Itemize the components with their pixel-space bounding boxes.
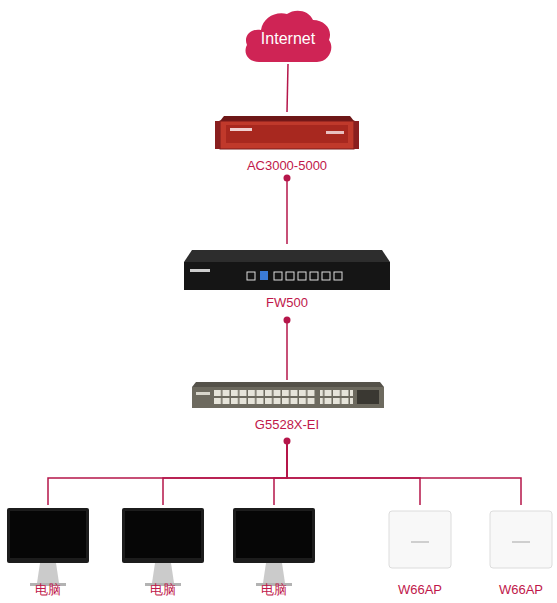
- chassis-front: [220, 121, 354, 149]
- device-label: 电脑: [150, 582, 176, 598]
- chassis-top: [192, 382, 384, 387]
- link-line: [163, 441, 287, 505]
- port: [310, 272, 318, 280]
- monitor-symbol: [7, 508, 89, 586]
- link-line: [287, 441, 420, 505]
- junction-dot: [284, 175, 291, 182]
- endpoint-node: W66AP: [486, 505, 556, 601]
- device-label: W66AP: [499, 582, 543, 598]
- port: [274, 272, 282, 280]
- cloud-shape: [246, 11, 332, 62]
- device-label: FW500: [266, 295, 308, 311]
- link-line: [286, 320, 288, 380]
- chassis-top: [184, 250, 390, 262]
- link-line: [286, 178, 288, 244]
- port: [298, 272, 306, 280]
- firewall-device: [184, 250, 390, 290]
- device-node: AC3000-5000: [210, 112, 364, 178]
- link-line: [287, 441, 521, 505]
- link-line: [48, 441, 287, 505]
- device-label: AC3000-5000: [247, 158, 327, 174]
- junction-dot: [284, 317, 291, 324]
- port: [322, 272, 330, 280]
- rack-ear: [354, 121, 359, 149]
- sfp-block: [357, 390, 379, 404]
- cloud-node: Internet: [243, 8, 333, 64]
- front-panel: [226, 125, 348, 143]
- rack-ear: [215, 121, 220, 149]
- link-line: [274, 441, 287, 505]
- cloud-label: Internet: [261, 31, 315, 47]
- monitor-symbol: [122, 508, 204, 586]
- access-point-symbol: [389, 511, 451, 568]
- switch-device: [192, 382, 384, 408]
- device-label: 电脑: [261, 582, 287, 598]
- endpoint-node: 电脑: [122, 505, 204, 601]
- chassis-front: [192, 387, 384, 408]
- monitor-symbol: [233, 508, 315, 586]
- port-block: [214, 390, 316, 404]
- port: [260, 271, 268, 280]
- logo-mark: [230, 128, 252, 131]
- endpoint-node: 电脑: [7, 505, 89, 601]
- junction-dot: [284, 438, 291, 445]
- link-line: [287, 64, 288, 112]
- port: [334, 272, 342, 280]
- endpoint-node: 电脑: [233, 505, 315, 601]
- ac-device: [215, 116, 359, 149]
- endpoint-node: W66AP: [385, 505, 455, 601]
- port: [286, 272, 294, 280]
- device-node: G5528X-EI: [185, 380, 389, 441]
- logo-mark: [196, 392, 210, 395]
- port-block: [320, 390, 353, 404]
- device-label: G5528X-EI: [255, 417, 319, 433]
- device-node: FW500: [180, 244, 394, 320]
- chassis-top: [220, 116, 354, 121]
- logo-mark: [190, 269, 210, 272]
- status-mark: [326, 131, 344, 134]
- port: [247, 272, 255, 280]
- chassis-front: [184, 262, 390, 290]
- device-label: 电脑: [35, 582, 61, 598]
- device-label: W66AP: [398, 582, 442, 598]
- access-point-symbol: [490, 511, 552, 568]
